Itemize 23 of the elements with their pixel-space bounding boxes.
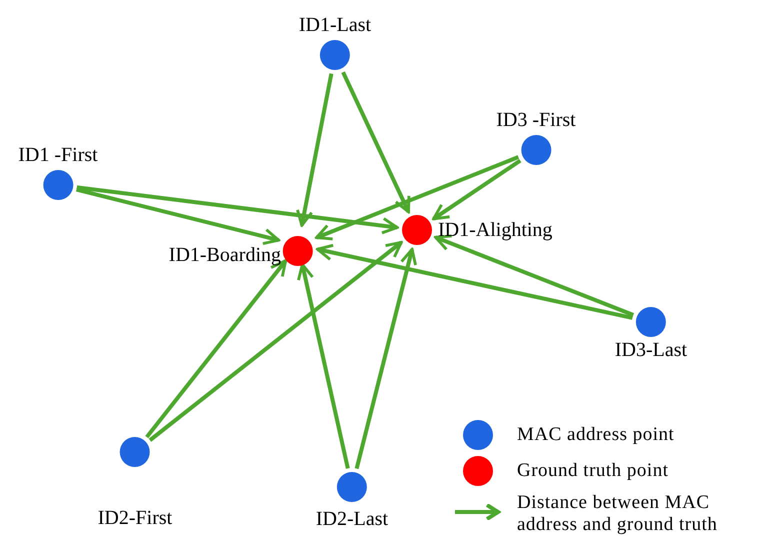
legend-text: Ground truth point [517, 460, 668, 482]
arrow [316, 244, 633, 320]
legend-text: Distance between MAC address and ground truth [517, 492, 718, 536]
arrow [297, 263, 350, 469]
arrow [434, 234, 634, 317]
point-label: ID3-Last [614, 339, 688, 361]
point-label: ID3 -First [496, 109, 576, 131]
arrow [432, 158, 522, 220]
arrow [148, 240, 403, 442]
point-label: ID1-Alighting [438, 219, 552, 241]
arrow [76, 188, 280, 246]
legend-text: MAC address point [517, 424, 674, 446]
arrow [341, 71, 410, 214]
arrow [315, 155, 520, 240]
point-label: ID1 -First [18, 144, 98, 166]
arrow [354, 248, 417, 470]
point-label: ID1-Boarding [168, 244, 281, 266]
point-label: ID2-First [98, 507, 172, 529]
point-label: ID1-Last [298, 14, 372, 36]
arrow [296, 73, 334, 227]
arrow [145, 259, 288, 438]
arrow [76, 185, 399, 234]
point-label: ID2-Last [316, 508, 388, 530]
